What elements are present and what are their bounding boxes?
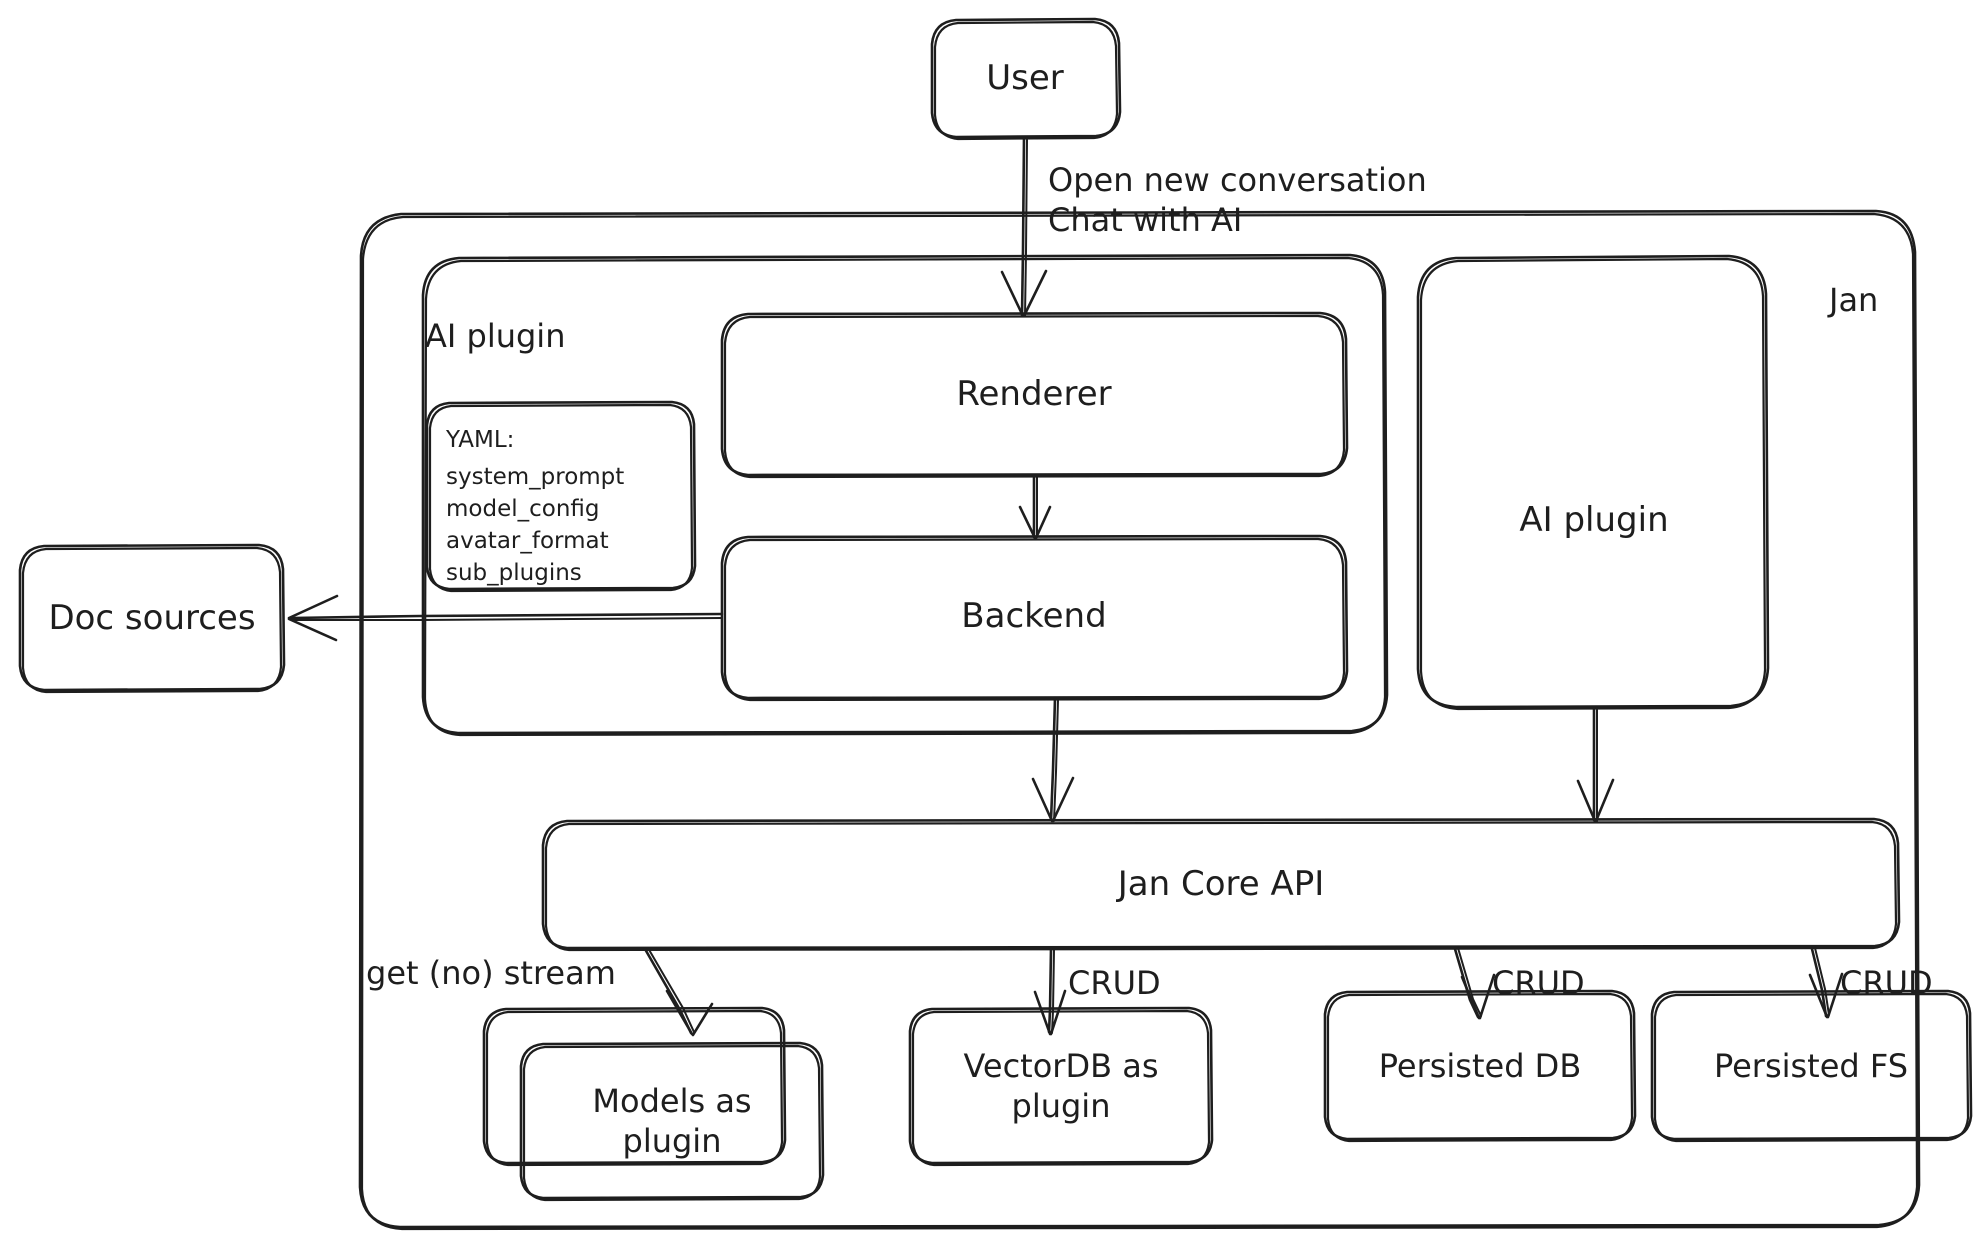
node-models-as-plugin[interactable] xyxy=(484,1008,823,1199)
node-persisted-fs[interactable] xyxy=(1652,991,1971,1139)
persisted-fs-box-stroke xyxy=(1650,989,1973,1143)
arrow-backend-to-doc-sources xyxy=(287,594,724,642)
models-as-plugin-inner-box-stroke xyxy=(519,1041,825,1202)
renderer-box-stroke xyxy=(720,311,1349,479)
jan-container-stroke xyxy=(358,209,1921,1231)
models-as-plugin-outer-box-stroke xyxy=(482,1006,787,1167)
user-box-stroke xyxy=(930,17,1122,141)
node-backend[interactable] xyxy=(722,536,1347,699)
persisted-db-box-stroke xyxy=(1323,989,1637,1143)
arrow-core-api-to-persisted-fs xyxy=(1808,947,1844,1019)
arrow-ai-plugin-to-core-api xyxy=(1576,706,1615,823)
node-user[interactable] xyxy=(932,19,1120,138)
doc-sources-box-stroke xyxy=(18,543,286,694)
arrow-core-api-to-models xyxy=(643,947,714,1037)
arrow-user-to-renderer xyxy=(1000,135,1048,318)
jan-core-api-box-stroke xyxy=(541,817,1901,952)
yaml-note-box-stroke xyxy=(425,400,697,593)
node-doc-sources[interactable] xyxy=(20,545,284,691)
arrow-renderer-to-backend xyxy=(1018,474,1052,540)
yaml-note-box[interactable] xyxy=(427,402,695,590)
node-renderer[interactable] xyxy=(722,313,1347,476)
backend-box-stroke xyxy=(720,534,1349,702)
ai-plugin-right-box-stroke xyxy=(1416,254,1770,711)
arrow-backend-to-core-api xyxy=(1031,696,1075,823)
vectordb-as-plugin-box-stroke xyxy=(908,1006,1214,1167)
arrow-core-api-to-persisted-db xyxy=(1453,947,1496,1020)
ai-plugin-group-stroke xyxy=(421,253,1389,737)
node-ai-plugin-right[interactable] xyxy=(1418,256,1768,708)
arrow-core-api-to-vectordb xyxy=(1033,947,1067,1036)
node-vectordb-as-plugin[interactable] xyxy=(910,1008,1212,1164)
node-persisted-db[interactable] xyxy=(1325,991,1635,1139)
node-jan-core-api[interactable] xyxy=(543,819,1899,950)
